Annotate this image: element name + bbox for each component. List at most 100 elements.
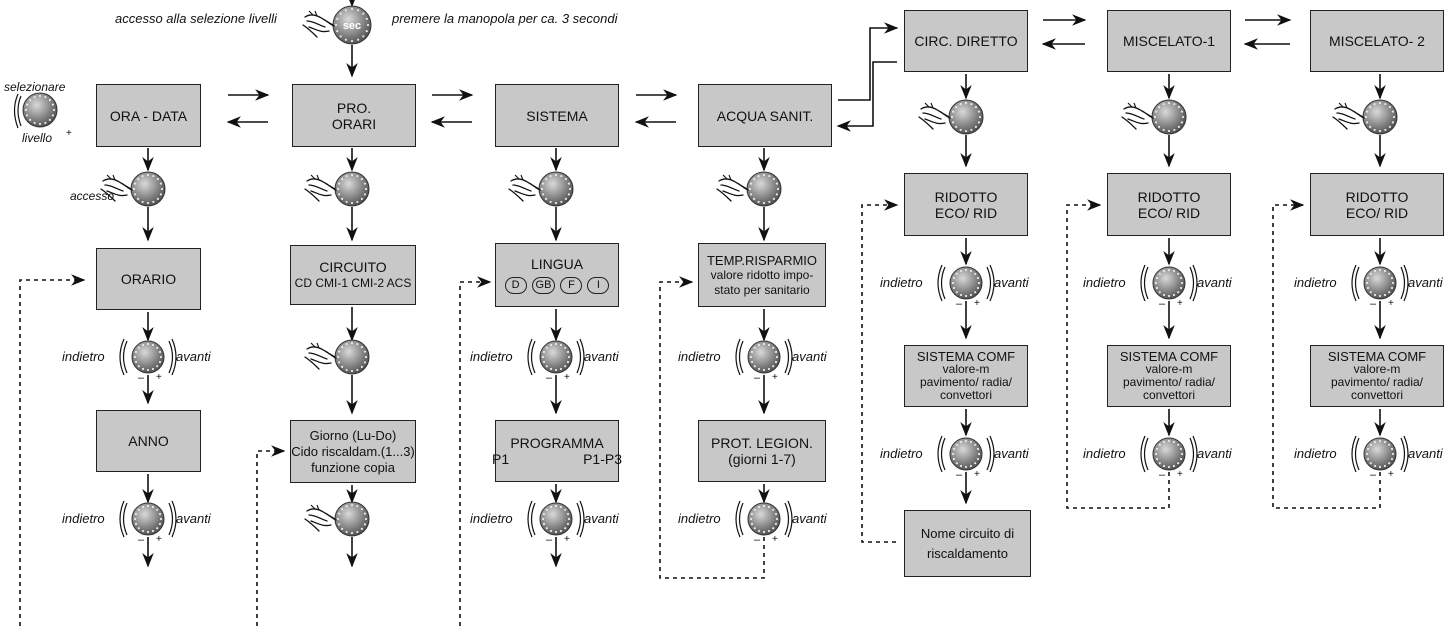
minus-sign: –: [138, 372, 145, 384]
circuit-label-circ-diretto: CIRC. DIRETTO: [914, 33, 1018, 49]
circuit-box-miscelato-1[interactable]: MISCELATO-1: [1107, 10, 1231, 72]
circuit-label-miscelato-2: MISCELATO- 2: [1329, 33, 1425, 49]
level-box-acqua-sanit[interactable]: ACQUA SANIT.: [698, 84, 832, 147]
misc2-nav-1-forward-label: avanti: [1408, 275, 1443, 290]
plus-sign: +: [156, 534, 162, 545]
sistema-access-knob[interactable]: [508, 171, 574, 207]
ridotto-title: RIDOTTO: [1137, 188, 1201, 205]
minus-sign: –: [1159, 298, 1166, 310]
level-box-ora-data[interactable]: ORA - DATA: [96, 84, 201, 147]
ora-nav-knob-1[interactable]: –+: [119, 338, 177, 384]
circuit-box-miscelato-2[interactable]: MISCELATO- 2: [1310, 10, 1444, 72]
access-label: accesso: [70, 189, 115, 203]
comf-line-2: pavimento/ radia/: [919, 375, 1013, 389]
loop-ora: [19, 274, 86, 626]
sistema-nav-1-back-label: indietro: [470, 349, 513, 364]
ora-nav-knob-2[interactable]: –+: [119, 500, 177, 546]
level-label-pro-orari: PRO. ORARI: [331, 99, 377, 132]
select-label: selezionare: [4, 80, 66, 94]
loop-acqua: [659, 276, 765, 579]
circuit-box-circ-diretto[interactable]: CIRC. DIRETTO: [904, 10, 1028, 72]
misc1-access-knob[interactable]: [1121, 99, 1187, 135]
sub-box-ridotto-miscelato-1[interactable]: RIDOTTO ECO/ RID: [1107, 173, 1231, 236]
acqua-nav-knob-1[interactable]: –+: [735, 338, 793, 384]
acqua-nav-1-forward-label: avanti: [792, 349, 827, 364]
misc2-nav-2-forward-label: avanti: [1408, 446, 1443, 461]
language-option-gb[interactable]: GB: [531, 277, 556, 294]
programma-range-row: P1 P1-P3: [492, 451, 622, 467]
misc1-nav-2-forward-label: avanti: [1197, 446, 1232, 461]
ora-nav-1-forward-label: avanti: [176, 349, 211, 364]
nome-circuito-line-2: riscaldamento: [927, 545, 1008, 561]
comf-line-1: valore-m: [1353, 362, 1401, 376]
sub-box-programma[interactable]: PROGRAMMA P1 P1-P3: [492, 420, 622, 482]
diretto-access-knob[interactable]: [918, 99, 984, 135]
programma-title: PROGRAMMA: [510, 435, 604, 451]
sistema-nav-2-forward-label: avanti: [584, 511, 619, 526]
minus-sign: –: [1370, 469, 1377, 481]
minus-sign: –: [546, 534, 553, 546]
sistema-nav-knob-1[interactable]: –+: [527, 338, 585, 384]
plus-sign: +: [974, 469, 980, 480]
sub-box-anno[interactable]: ANNO: [96, 410, 201, 472]
sistema-nav-2-back-label: indietro: [470, 511, 513, 526]
loop-diretto: [861, 199, 899, 543]
enter-level-knob[interactable]: sec: [302, 5, 372, 45]
pro-access-knob[interactable]: [304, 171, 370, 207]
sub-box-giorno[interactable]: Giorno (Lu-Do) Cido riscaldam.(1...3) fu…: [290, 420, 416, 483]
language-option-i[interactable]: I: [587, 277, 610, 294]
sub-box-ridotto-miscelato-2[interactable]: RIDOTTO ECO/ RID: [1310, 173, 1444, 236]
misc2-nav-knob-1[interactable]: –+: [1351, 264, 1409, 310]
misc1-nav-knob-2[interactable]: –+: [1140, 435, 1198, 481]
diretto-nav-knob-2[interactable]: –+: [937, 435, 995, 481]
sub-box-lingua[interactable]: LINGUA D GB F I: [495, 243, 619, 307]
ora-access-knob[interactable]: [100, 171, 166, 207]
level-box-sistema[interactable]: SISTEMA: [495, 84, 619, 147]
plus-sign: +: [772, 534, 778, 545]
minus-sign: –: [1370, 298, 1377, 310]
sistema-nav-1-forward-label: avanti: [584, 349, 619, 364]
misc2-access-knob[interactable]: [1332, 99, 1398, 135]
acqua-access-knob[interactable]: [716, 171, 782, 207]
misc2-nav-knob-2[interactable]: –+: [1351, 435, 1409, 481]
comf-title: SISTEMA COMF: [916, 349, 1016, 364]
language-option-f[interactable]: F: [560, 277, 583, 294]
acqua-nav-knob-2[interactable]: –+: [735, 500, 793, 546]
level-box-pro-orari[interactable]: PRO. ORARI: [292, 84, 416, 147]
pro-circuit-knob[interactable]: [304, 339, 370, 375]
hand-pointer-icon: [508, 174, 541, 202]
minus-sign: –: [754, 372, 761, 384]
comf-line-1: valore-m: [942, 362, 990, 376]
ridotto-eco-rid: ECO/ RID: [1345, 204, 1409, 221]
comf-line-2: pavimento/ radia/: [1122, 375, 1216, 389]
sub-box-sistema-comf-miscelato-1[interactable]: SISTEMA COMF valore-m pavimento/ radia/ …: [1107, 345, 1231, 407]
level-label-ora-data: ORA - DATA: [109, 107, 188, 124]
plus-sign: +: [1388, 298, 1394, 309]
diretto-nav-2-back-label: indietro: [880, 446, 923, 461]
sub-box-temp-risparmio[interactable]: TEMP.RISPARMIO valore ridotto impo- stat…: [698, 243, 826, 307]
sub-box-sistema-comf-diretto[interactable]: SISTEMA COMF valore-m pavimento/ radia/ …: [904, 345, 1028, 407]
sub-box-sistema-comf-miscelato-2[interactable]: SISTEMA COMF valore-m pavimento/ radia/ …: [1310, 345, 1444, 407]
diretto-nav-knob-1[interactable]: –+: [937, 264, 995, 310]
prot-legion-title: PROT. LEGION.: [711, 435, 813, 451]
sub-box-circuito[interactable]: CIRCUITO CD CMI-1 CMI-2 ACS: [290, 245, 416, 305]
misc1-nav-knob-1[interactable]: –+: [1140, 264, 1198, 310]
language-option-d[interactable]: D: [504, 277, 527, 294]
ora-nav-2-back-label: indietro: [62, 511, 105, 526]
pro-day-knob[interactable]: [304, 501, 370, 537]
giorno-line-1: Giorno (Lu-Do): [309, 427, 397, 443]
sub-box-nome-circuito[interactable]: Nome circuito di riscaldamento: [904, 510, 1031, 577]
arrow-acqua-to-circ: [838, 22, 899, 101]
hand-pointer-icon: [304, 342, 337, 370]
hand-pointer-icon: [1121, 102, 1154, 130]
ridotto-eco-rid: ECO/ RID: [934, 204, 998, 221]
sub-box-prot-legion[interactable]: PROT. LEGION. (giorni 1-7): [698, 420, 826, 482]
sistema-nav-knob-2[interactable]: –+: [527, 500, 585, 546]
sub-box-orario[interactable]: ORARIO: [96, 248, 201, 310]
plus-sign: +: [156, 372, 162, 383]
select-level-knob[interactable]: +: [13, 92, 73, 139]
sub-box-ridotto-diretto[interactable]: RIDOTTO ECO/ RID: [904, 173, 1028, 236]
acqua-nav-1-back-label: indietro: [678, 349, 721, 364]
ridotto-eco-rid: ECO/ RID: [1137, 204, 1201, 221]
